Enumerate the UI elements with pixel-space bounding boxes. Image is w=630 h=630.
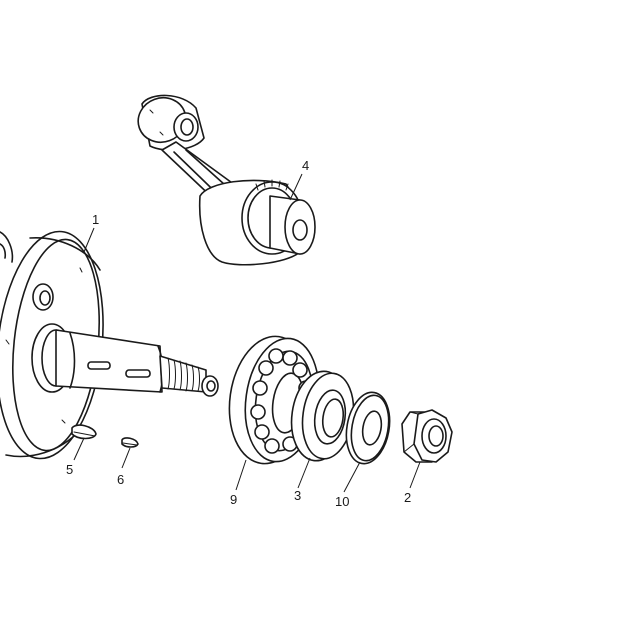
callout-3: 3 xyxy=(294,488,301,503)
callout-5: 5 xyxy=(66,462,73,477)
callout-9: 9 xyxy=(230,492,237,507)
woodruff-key-part-5 xyxy=(71,424,97,440)
callout-2: 2 xyxy=(404,490,411,505)
nut-part-2 xyxy=(401,409,453,463)
crankshaft-part-1 xyxy=(0,230,219,460)
leader-lines xyxy=(73,173,421,493)
callout-1: 1 xyxy=(92,212,99,227)
washer-part-10 xyxy=(345,391,391,465)
callout-4: 4 xyxy=(302,158,309,173)
main-bearing-part-9 xyxy=(228,335,320,465)
connecting-rod-part-4 xyxy=(137,94,316,266)
callout-10: 10 xyxy=(335,494,349,509)
key-part-6 xyxy=(121,437,139,448)
callout-6: 6 xyxy=(117,472,124,487)
